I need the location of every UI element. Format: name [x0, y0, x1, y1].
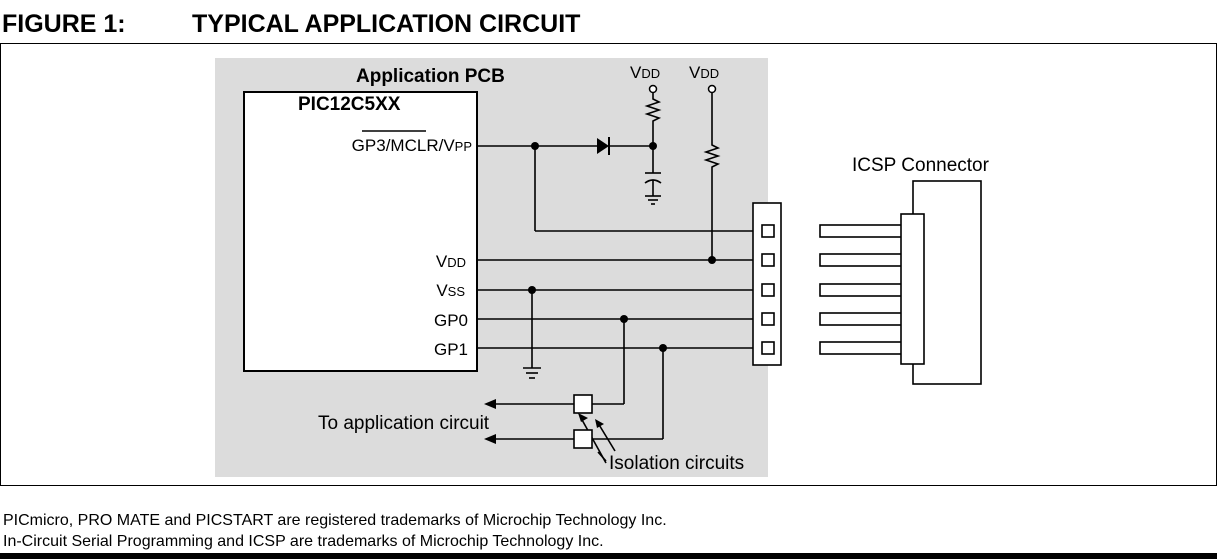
- figure-number: FIGURE 1:: [2, 10, 126, 38]
- figure-caption: TYPICAL APPLICATION CIRCUIT: [192, 10, 581, 38]
- icsp-connector-plug: [900, 213, 925, 365]
- vdd-supply-2-label: VDD: [689, 63, 719, 82]
- pin-vdd-label: VDD: [436, 252, 466, 271]
- chip-label: PIC12C5XX: [298, 94, 401, 115]
- title-rule: [0, 43, 1217, 44]
- junction-dots: [528, 142, 716, 352]
- application-pcb-label: Application PCB: [356, 66, 505, 87]
- to-application-label: To application circuit: [318, 413, 490, 434]
- vdd-supply-1-label: VDD: [630, 63, 660, 82]
- isolation-box-gp0: [573, 394, 593, 414]
- figure-title: FIGURE 1: TYPICAL APPLICATION CIRCUIT: [2, 10, 580, 39]
- pin-gp3-label: GP3/MCLR/VPP: [352, 136, 472, 155]
- mclr-overbar-text: MCLR: [390, 136, 438, 155]
- isolation-arrow-head-1: [578, 413, 588, 422]
- isolation-box-gp1: [573, 429, 593, 449]
- pin-gp0-label: GP0: [434, 311, 468, 330]
- trademark-line-1: PICmicro, PRO MATE and PICSTART are regi…: [3, 512, 667, 529]
- diode-symbol: [597, 138, 609, 154]
- isolation-circuits-label: Isolation circuits: [609, 453, 744, 474]
- arrow-to-application-1: [484, 399, 496, 409]
- isolation-arrow-head-2: [595, 419, 604, 428]
- pic-chip: [243, 91, 478, 372]
- pin-vss-label: VSS: [436, 281, 465, 300]
- icsp-connector-label: ICSP Connector: [852, 155, 990, 176]
- arrow-to-application-2: [484, 434, 496, 444]
- bottom-rule: [0, 553, 1217, 559]
- icsp-connector-pins: [819, 224, 903, 355]
- board-connector-pins: [761, 224, 775, 355]
- trademark-line-2: In-Circuit Serial Programming and ICSP a…: [3, 533, 604, 550]
- vdd-supply-2-terminal: [707, 84, 717, 94]
- vdd-supply-1-terminal: [648, 84, 658, 94]
- pin-gp1-label: GP1: [434, 340, 468, 359]
